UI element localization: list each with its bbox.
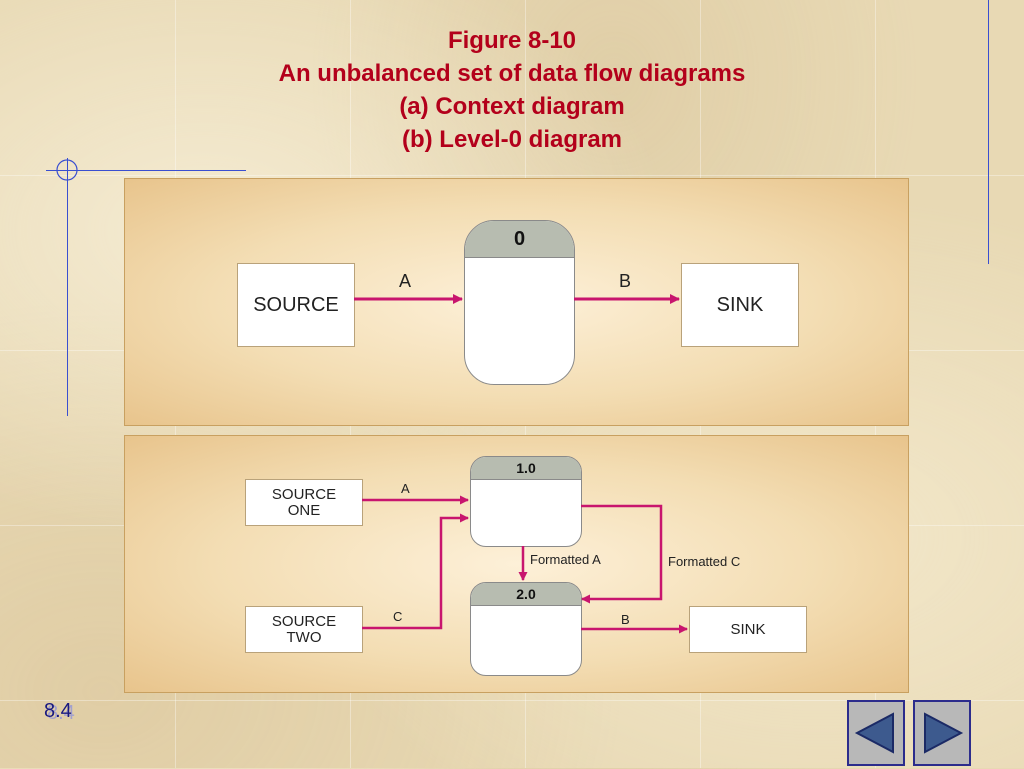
decorative-rule-horizontal xyxy=(46,170,246,171)
triangle-right-icon xyxy=(924,712,964,754)
next-slide-button[interactable] xyxy=(913,700,971,766)
decorative-rule-vertical xyxy=(67,158,68,416)
flow-label-b: B xyxy=(619,271,632,291)
slide-title: Figure 8-10 An unbalanced set of data fl… xyxy=(0,24,1024,156)
flow-label-a: A xyxy=(399,271,412,291)
title-line-figure: Figure 8-10 xyxy=(447,27,577,54)
flow-label-c: C xyxy=(393,609,403,624)
flow-label-formatted-c: Formatted C xyxy=(668,554,741,569)
arrow-process-1-to-process-2-formatted-c xyxy=(581,504,663,604)
process-1-0: 1.0 xyxy=(470,456,582,547)
decorative-rule-vertical-right xyxy=(988,0,989,264)
source-two-entity: SOURCE TWO xyxy=(245,606,363,653)
arrow-source-two-to-process-1 xyxy=(362,513,469,630)
source-entity: SOURCE xyxy=(237,263,355,347)
flow-label-a: A xyxy=(401,481,410,496)
slide-number-text: 8.4 xyxy=(44,700,72,722)
title-line-level0: (b) Level-0 diagram xyxy=(401,126,623,153)
background-seam xyxy=(0,700,1024,701)
process-0: 0 xyxy=(464,220,575,385)
triangle-left-icon xyxy=(854,712,894,754)
background-seam xyxy=(0,175,1024,176)
source-two-label: SOURCE TWO xyxy=(271,612,337,646)
flow-label-formatted-a: Formatted A xyxy=(530,552,601,567)
decorative-circle-icon xyxy=(56,159,78,181)
sink-entity-level0: SINK xyxy=(689,606,807,653)
process-2-0-id: 2.0 xyxy=(471,583,581,606)
previous-slide-button[interactable] xyxy=(847,700,905,766)
title-line-caption: An unbalanced set of data flow diagrams xyxy=(278,60,746,87)
slide-number-shadow: 8.4 xyxy=(47,702,75,724)
sink-entity: SINK xyxy=(681,263,799,347)
flow-label-b: B xyxy=(621,612,630,627)
slide-number: 8.4 8.4 xyxy=(44,700,75,724)
level0-flow-arrows xyxy=(362,495,688,634)
source-one-label: SOURCE ONE xyxy=(271,485,337,519)
context-flow-arrows xyxy=(354,294,680,304)
process-2-0: 2.0 xyxy=(470,582,582,676)
context-diagram-panel: SOURCE SINK 0 A B xyxy=(124,178,909,426)
title-line-context: (a) Context diagram xyxy=(399,93,625,120)
source-one-entity: SOURCE ONE xyxy=(245,479,363,526)
process-0-id: 0 xyxy=(465,221,574,258)
level0-diagram-panel: SOURCE ONE SOURCE TWO SINK 1.0 2.0 A C B… xyxy=(124,435,909,693)
process-1-0-id: 1.0 xyxy=(471,457,581,480)
